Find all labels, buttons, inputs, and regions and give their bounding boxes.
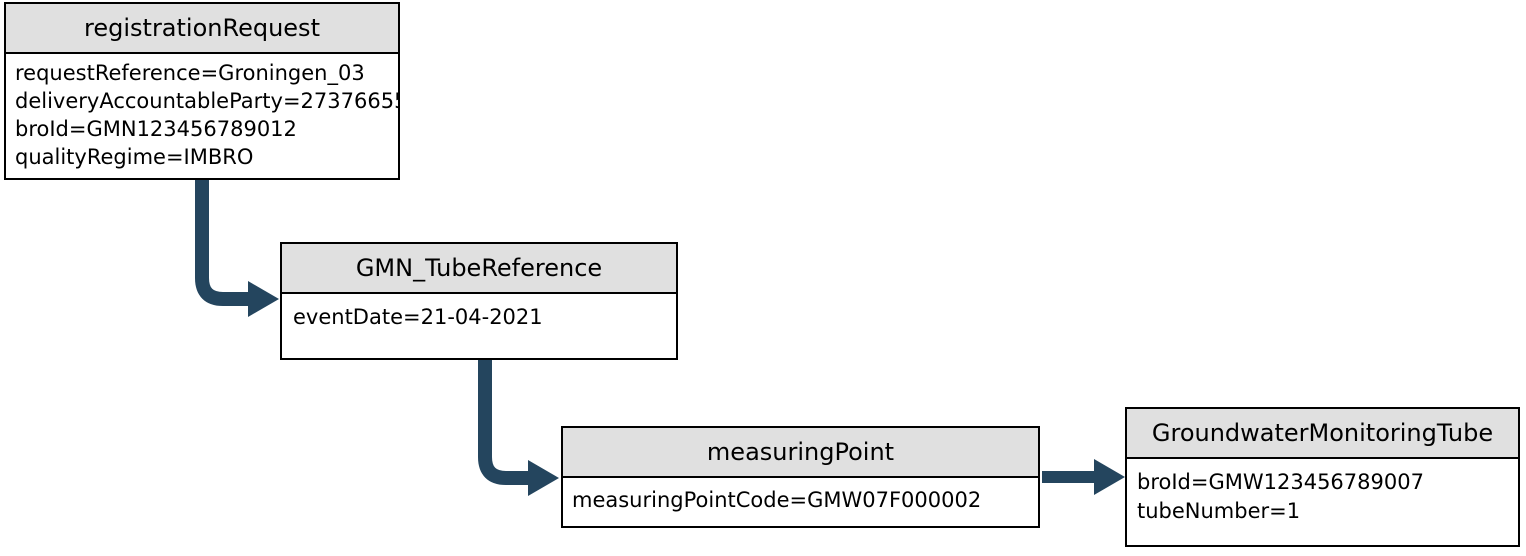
node-field: deliveryAccountableParty=27376655	[15, 89, 398, 113]
node-body: eventDate=21-04-2021	[282, 294, 676, 340]
node-title: registrationRequest	[84, 14, 320, 42]
node-title-bar: GroundwaterMonitoringTube	[1127, 409, 1518, 459]
node-field: tubeNumber=1	[1137, 499, 1301, 523]
node-body: requestReference=Groningen_03 deliveryAc…	[6, 54, 398, 176]
node-title-bar: GMN_TubeReference	[282, 244, 676, 294]
node-measuringpoint: measuringPoint measuringPointCode=GMW07F…	[561, 426, 1040, 528]
node-title: GroundwaterMonitoringTube	[1151, 419, 1494, 447]
node-gmn-tubereference: GMN_TubeReference eventDate=21-04-2021	[280, 242, 678, 360]
connector-gmn-tubereference-to-measuringpoint	[478, 360, 559, 496]
connector-elbow-line	[478, 360, 528, 485]
node-title: GMN_TubeReference	[355, 254, 603, 282]
node-field: measuringPointCode=GMW07F000002	[572, 488, 982, 512]
node-body: measuringPointCode=GMW07F000002	[563, 478, 1038, 522]
connector-elbow-line	[195, 180, 248, 306]
node-body: broId=GMW123456789007 tubeNumber=1	[1127, 459, 1518, 535]
node-field: requestReference=Groningen_03	[15, 61, 365, 85]
arrowhead-icon	[1094, 459, 1125, 495]
connector-registrationrequest-to-gmn-tubereference	[195, 180, 279, 317]
node-title-bar: measuringPoint	[563, 428, 1038, 478]
node-field: qualityRegime=IMBRO	[15, 145, 254, 169]
node-field: eventDate=21-04-2021	[293, 305, 543, 329]
connector-measuringpoint-to-groundwatermonitoringtube	[1042, 459, 1125, 495]
node-groundwatermonitoringtube: GroundwaterMonitoringTube broId=GMW12345…	[1125, 407, 1520, 547]
node-title: measuringPoint	[706, 438, 895, 466]
node-title-bar: registrationRequest	[6, 4, 398, 54]
node-registration-request: registrationRequest requestReference=Gro…	[4, 2, 400, 180]
arrowhead-icon	[248, 281, 279, 317]
arrowhead-icon	[528, 460, 559, 496]
node-field: broId=GMN123456789012	[15, 117, 297, 141]
node-field: broId=GMW123456789007	[1137, 470, 1424, 494]
